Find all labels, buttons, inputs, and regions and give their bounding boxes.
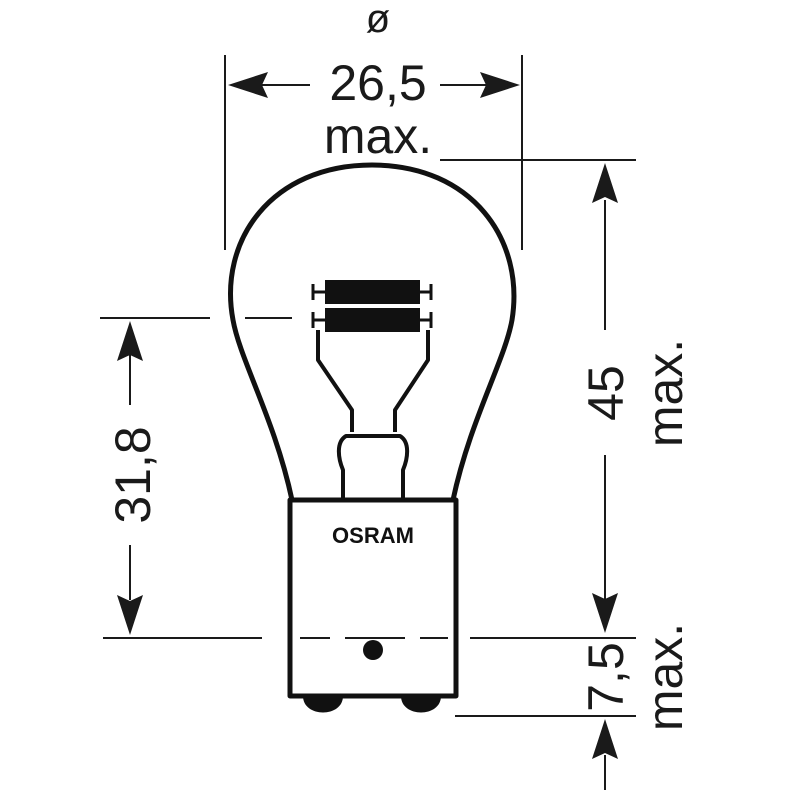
length-arrowhead-bottom: [592, 593, 618, 633]
center-height-value: 31,8: [105, 426, 161, 523]
center-arrowhead-bottom: [117, 595, 143, 635]
length-dimension: 45 max.: [440, 159, 693, 633]
lead-wire-left: [316, 330, 354, 432]
base-value: 7,5: [578, 642, 634, 712]
brand-label: OSRAM: [332, 523, 414, 548]
bulb: OSRAM: [228, 162, 517, 713]
lead-wire-right: [393, 330, 430, 432]
bayonet-base: [287, 497, 459, 699]
length-qualifier: max.: [637, 339, 693, 447]
diameter-arrowhead-right: [480, 72, 520, 98]
glass-stem: [336, 434, 410, 500]
center-height-dimension: 31,8: [100, 317, 292, 639]
length-arrowhead-top: [592, 163, 618, 203]
filament-lower: [311, 308, 433, 332]
diameter-value: 26,5: [329, 55, 426, 111]
center-arrowhead-top: [117, 321, 143, 361]
base-dimension: 7,5 max.: [455, 623, 693, 790]
glass-envelope: [228, 162, 517, 501]
base-qualifier: max.: [637, 623, 693, 731]
contact-left: [303, 696, 343, 713]
diameter-qualifier: max.: [324, 108, 432, 164]
base-arrowhead: [592, 719, 618, 759]
diameter-dimension: ø 26,5 max.: [224, 0, 523, 250]
bayonet-pin: [363, 640, 383, 660]
length-value: 45: [578, 365, 634, 421]
filament-upper: [311, 280, 433, 304]
diameter-symbol: ø: [366, 0, 390, 41]
diameter-arrowhead-left: [228, 72, 268, 98]
contact-right: [401, 696, 441, 713]
